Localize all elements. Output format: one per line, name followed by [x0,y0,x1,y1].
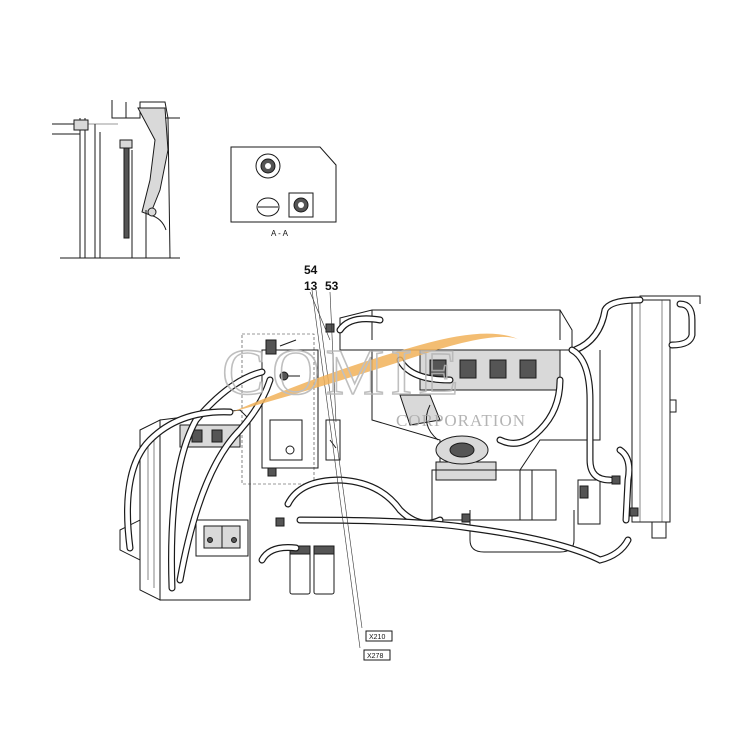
engine-mount [195,519,249,557]
watermark-brand: COMIE [222,336,465,409]
sensor-bracket [279,371,341,461]
hose-clamps [267,323,639,527]
section-a-a-detail: A - A [230,146,337,238]
connector-x278: X278 [363,649,391,661]
connector-x210: X210 [365,630,393,642]
callout-54: 54 [304,263,318,277]
detail-view-cross-section [52,100,180,259]
fuel-filters [289,545,335,595]
callout-13: 13 [304,279,318,293]
connector-x278-label: X278 [367,653,383,660]
connector-x210-label: X210 [369,634,385,641]
watermark: COMIE CORPORATION [221,333,526,430]
engine-block [371,350,601,553]
section-label: A - A [271,229,289,238]
watermark-sub: CORPORATION [396,411,526,430]
callout-leaders [309,289,363,649]
coolant-expansion-tank [261,339,319,469]
callout-53: 53 [325,279,339,293]
starter-motor [577,479,601,525]
turbocharger [425,404,489,465]
